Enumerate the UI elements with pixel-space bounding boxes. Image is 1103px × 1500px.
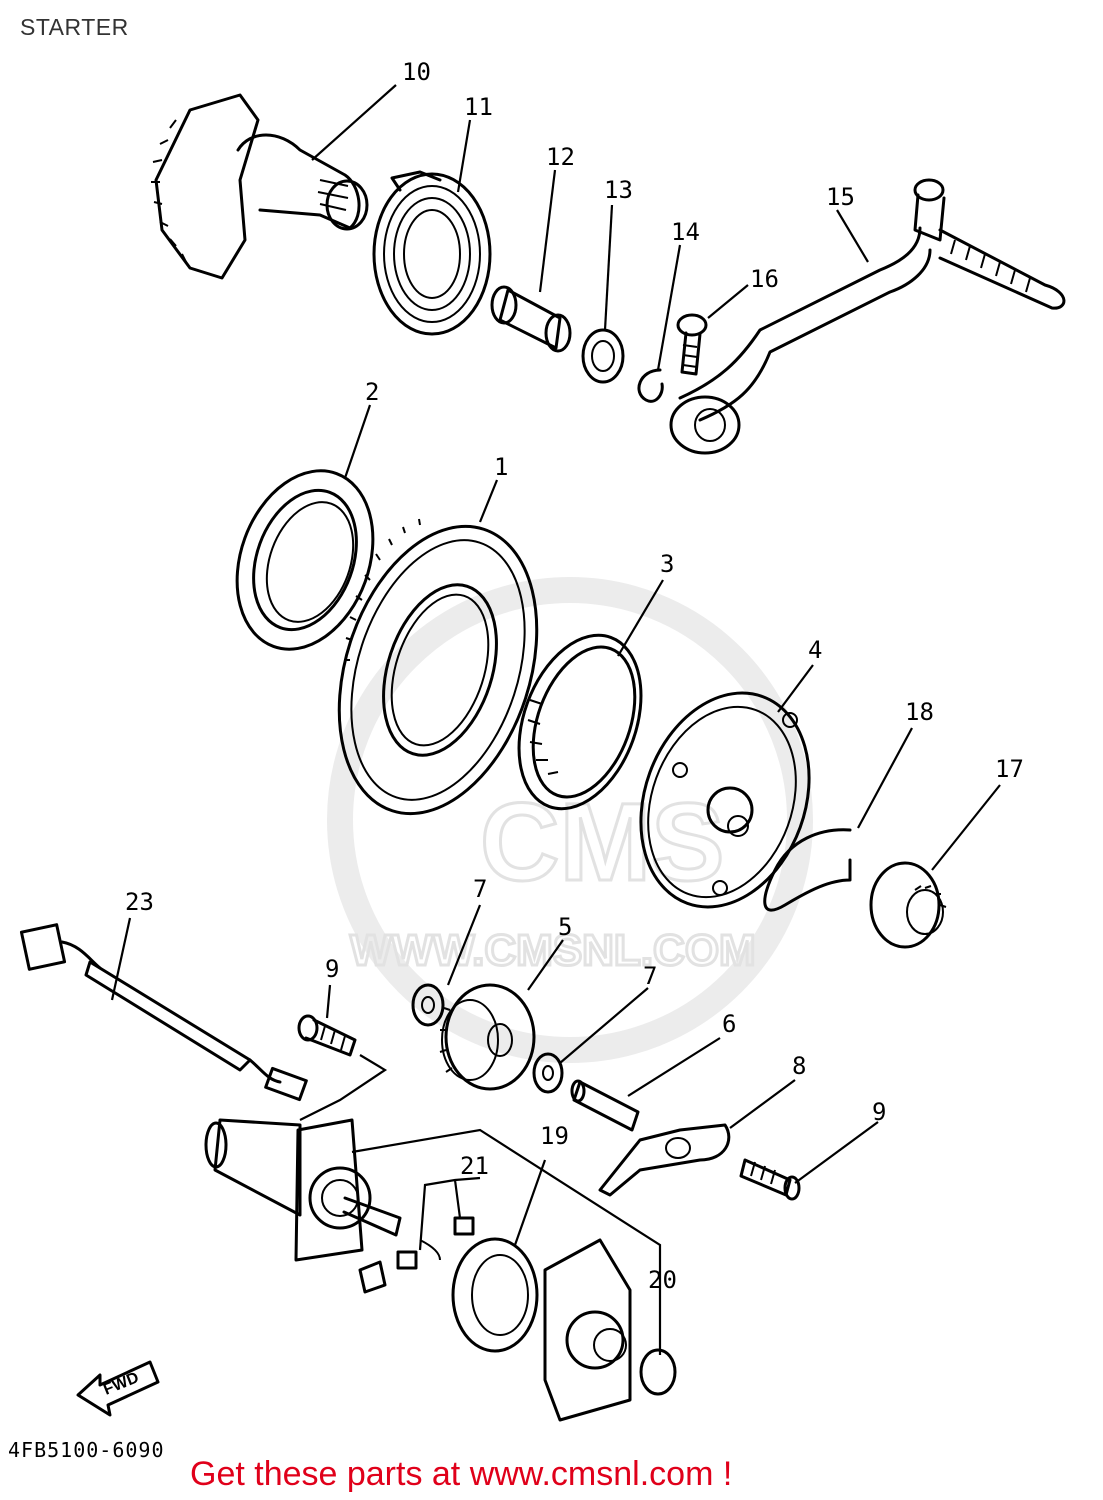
part-7-washer-upper [411,983,445,1027]
part-16-kick-lever [669,178,1066,455]
callout-14: 13 [604,176,633,204]
part-20-bearing [451,1237,539,1353]
callout-19: 18 [905,698,934,726]
leader-lines [110,84,1001,1355]
part-14-washer [581,328,625,384]
part-2-bearing [517,633,643,811]
part-8-plate [598,1123,731,1197]
part-21-cover [543,1238,632,1422]
part-9-screw [739,1158,801,1201]
part-23-lead-wire [19,923,308,1102]
part-18-drive-gear [869,861,947,949]
callout-3: 2 [365,378,379,406]
part-12-spring [372,170,492,336]
part-21-o-ring [639,1348,677,1396]
part-6-shaft [570,1079,640,1132]
part-22-brush-set [358,1216,475,1294]
callout-11: 10 [402,58,431,86]
part-13-collar [490,285,572,353]
fwd-arrow-icon: FWD [76,1360,160,1417]
part-11-kick-axle [151,93,369,280]
watermark-logo-text: CMS [480,781,724,904]
part-10-bolt [297,1014,357,1057]
part-3-seal [235,469,375,651]
callout-18: 17 [995,755,1024,783]
part-19-clip [763,828,852,912]
page-title: STARTER [20,14,129,40]
callout-23: 23 [125,888,154,916]
callout-8: 8 [792,1052,806,1080]
callout-5: 5 [558,913,572,941]
part-15-circlip [637,368,664,403]
callout-1: 1 [494,453,508,481]
promo-link[interactable]: Get these parts at www.cmsnl.com ! [190,1455,733,1493]
callout-13: 12 [546,143,575,171]
diagram-code: 4FB5100-6090 [8,1438,165,1462]
watermark-url-text: WWW.CMSNL.COM [350,926,756,975]
callout-16: 15 [826,183,855,211]
part-7-washer-lower [532,1052,564,1094]
callout-6: 6 [722,1010,736,1038]
part-5-idler-gear [439,983,536,1091]
callout-7-upper: 7 [473,875,487,903]
callout-17: 16 [750,265,779,293]
callout-7-lower: 7 [643,962,657,990]
callout-numbers: 10 11 12 13 14 15 16 2 1 3 4 18 17 23 7 … [125,58,1024,1294]
callout-20: 19 [540,1122,569,1150]
callout-22: 21 [460,1152,489,1180]
callout-21: 20 [648,1266,677,1294]
callout-12: 11 [464,93,493,121]
callout-9: 9 [872,1098,886,1126]
callout-2: 3 [660,550,674,578]
starter-motor [204,1118,402,1262]
callout-10: 9 [325,955,339,983]
part-4-one-way-clutch [639,691,811,909]
part-17-bolt [676,313,708,376]
watermark: CMS WWW.CMSNL.COM [327,577,813,1063]
part-1-ring-gear [337,518,539,816]
callout-15: 14 [671,218,700,246]
callout-4: 4 [808,636,822,664]
